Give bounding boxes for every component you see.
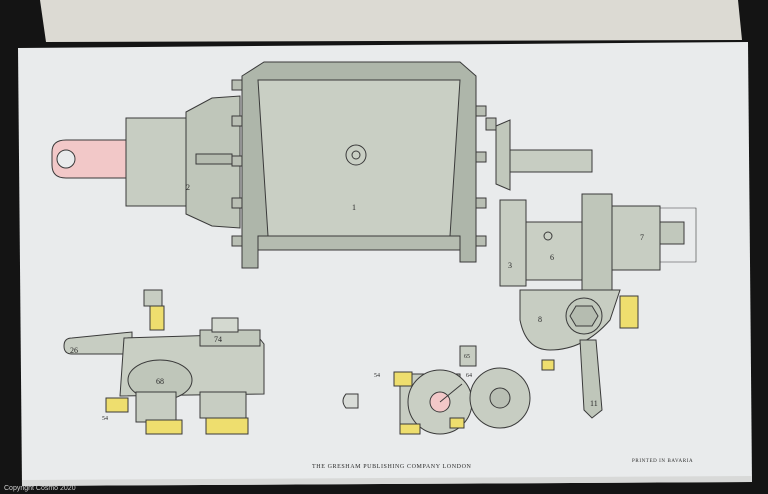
yellow-fitting-right xyxy=(619,295,639,329)
label-11: 11 xyxy=(590,399,598,408)
label-7: 7 xyxy=(640,233,644,242)
top-spring-fitting xyxy=(149,305,165,331)
small-plug xyxy=(342,393,359,409)
part-number-labels: 1 2 3 6 7 8 11 26 54 54 64 65 68 74 xyxy=(70,183,644,422)
label-2: 2 xyxy=(186,183,190,192)
label-54-left: 54 xyxy=(102,416,108,422)
eye-hole xyxy=(56,149,76,169)
printed-caption: PRINTED IN BAVARIA xyxy=(632,459,693,464)
previous-page-edge xyxy=(40,0,742,42)
center-boss xyxy=(345,144,367,166)
mechanism-casing xyxy=(499,199,527,287)
label-65: 65 xyxy=(464,354,470,360)
copyright-watermark: Copyright Cosmo 2020 xyxy=(4,485,76,492)
gauge-assembly-drawing xyxy=(342,345,531,435)
label-74: 74 xyxy=(214,335,222,344)
label-6: 6 xyxy=(550,253,554,262)
lower-left-assembly-drawing xyxy=(63,289,265,435)
label-8: 8 xyxy=(538,315,542,324)
spindle-rod xyxy=(509,149,593,173)
main-assembly-drawing xyxy=(51,61,697,419)
lever-arm xyxy=(579,339,603,419)
yellow-union-left xyxy=(145,419,183,435)
label-68: 68 xyxy=(156,377,164,386)
label-54-middle: 54 xyxy=(374,373,380,379)
publisher-caption: THE GRESHAM PUBLISHING COMPANY LONDON xyxy=(312,464,471,470)
yellow-union-right xyxy=(205,417,249,435)
label-26: 26 xyxy=(70,346,78,355)
left-housing xyxy=(125,117,187,207)
label-64: 64 xyxy=(466,373,472,379)
label-1: 1 xyxy=(352,203,356,212)
label-3: 3 xyxy=(508,261,512,270)
